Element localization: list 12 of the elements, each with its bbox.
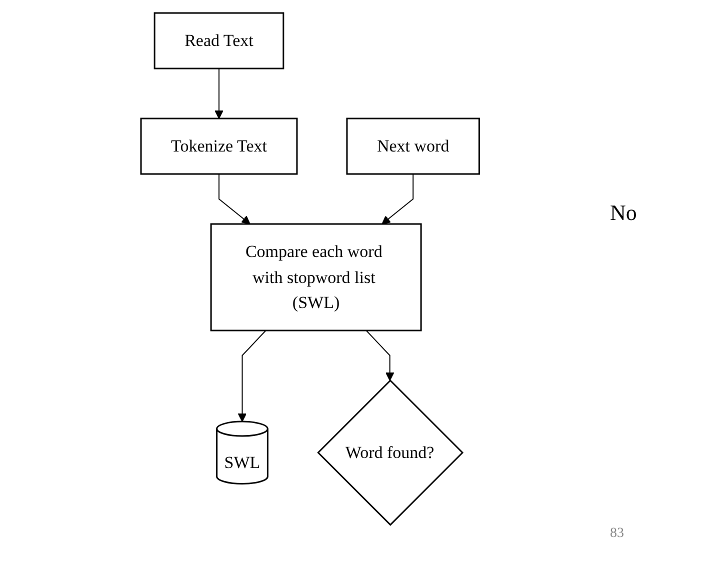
- note-text: No: [610, 200, 638, 226]
- node-box: Tokenize Text: [140, 118, 298, 175]
- node-diamond: Word found?: [317, 379, 464, 526]
- arrow: [218, 174, 250, 224]
- node-box: Next word: [346, 118, 480, 175]
- arrow: [366, 330, 394, 381]
- arrow: [238, 330, 266, 422]
- arrow: [382, 174, 414, 224]
- page-number: 83: [610, 526, 625, 542]
- arrow: [214, 68, 224, 119]
- node-box: Compare each word with stopword list (SWL): [210, 223, 422, 332]
- node-box: Read Text: [154, 12, 284, 70]
